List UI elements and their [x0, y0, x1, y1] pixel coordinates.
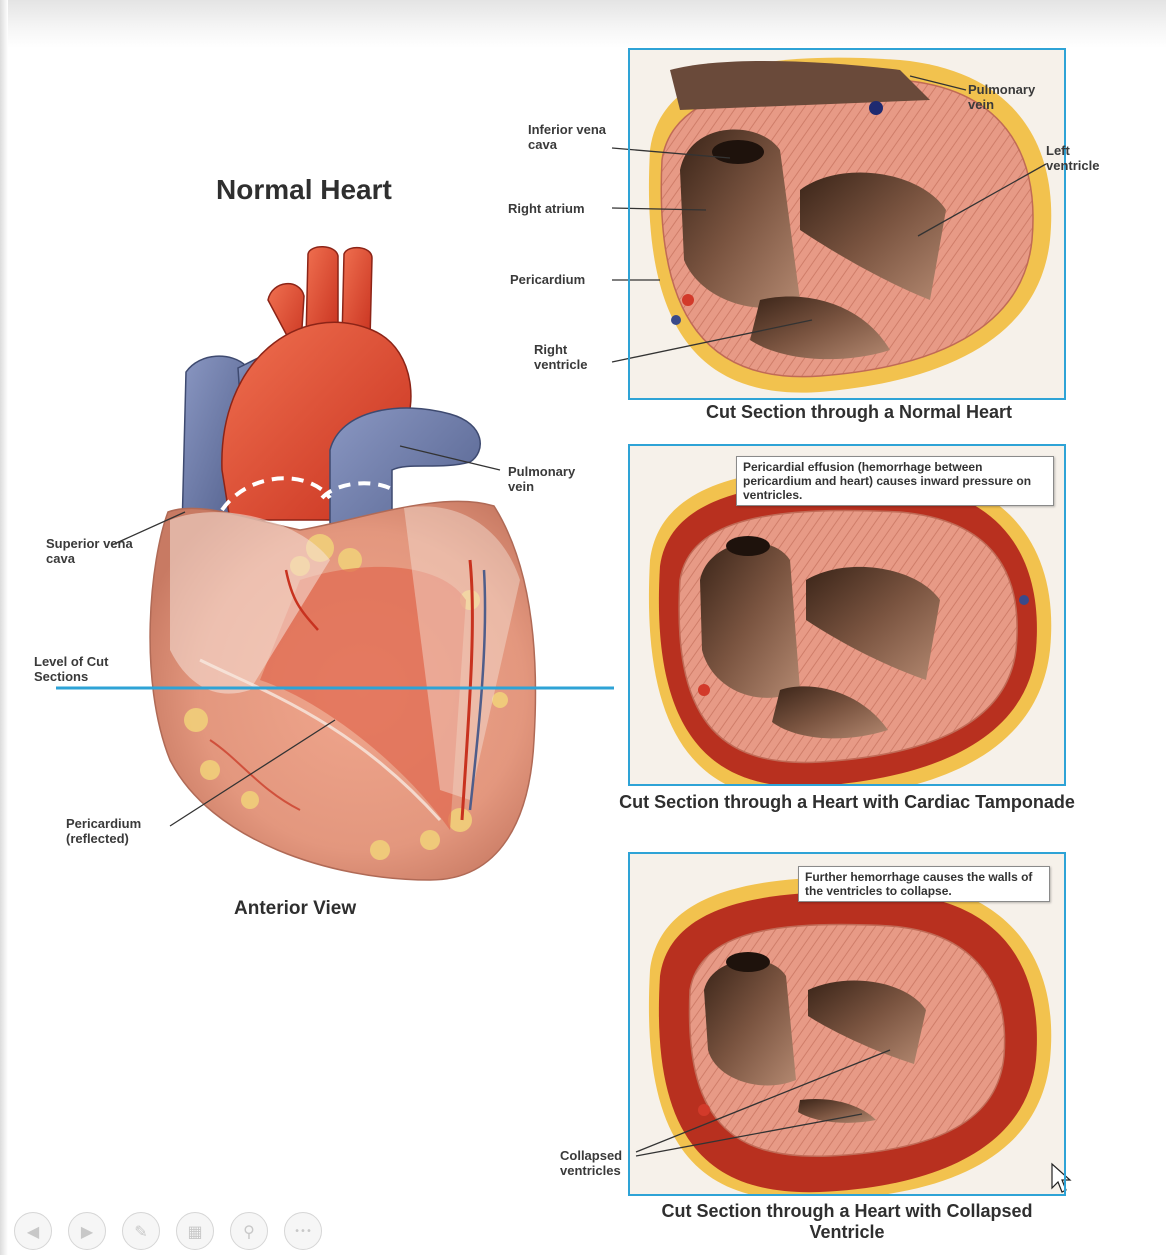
superior-vena-cava-label: Superior vena cava	[46, 536, 136, 566]
anterior-heart-drawing	[150, 247, 535, 880]
panel-pulmonary-vein-label: Pulmonary vein	[968, 82, 1060, 112]
next-slide-icon: ▶	[81, 1222, 93, 1241]
collapsed-ventricles-label: Collapsed ventricles	[560, 1148, 638, 1178]
more-options-icon: •••	[294, 1226, 312, 1237]
zoom-button[interactable]: ⚲	[230, 1212, 268, 1250]
pen-button[interactable]: ✎	[122, 1212, 160, 1250]
slideshow-toolbar: ◀ ▶ ✎ ▦ ⚲ •••	[14, 1212, 322, 1250]
further-hemorrhage-callout: Further hemorrhage causes the walls of t…	[798, 866, 1050, 902]
pericardium-label: Pericardium	[510, 272, 610, 287]
collapsed-section-frame	[628, 852, 1066, 1196]
previous-slide-button[interactable]: ◀	[14, 1212, 52, 1250]
pericardium-reflected-label: Pericardium (reflected)	[66, 816, 176, 846]
previous-slide-icon: ◀	[27, 1222, 39, 1241]
right-atrium-label: Right atrium	[508, 201, 612, 216]
pulmonary-vein-label: Pulmonary vein	[508, 464, 604, 494]
anterior-view-label: Anterior View	[234, 898, 356, 920]
slides-grid-icon: ▦	[187, 1222, 202, 1241]
left-ventricle-label: Left ventricle	[1046, 143, 1118, 173]
more-options-button[interactable]: •••	[284, 1212, 322, 1250]
zoom-icon: ⚲	[243, 1222, 255, 1241]
inferior-vena-cava-label: Inferior vena cava	[528, 122, 612, 152]
right-ventricle-label: Right ventricle	[534, 342, 606, 372]
normal-section-caption: Cut Section through a Normal Heart	[628, 402, 1090, 422]
pericardial-effusion-callout: Pericardial effusion (hemorrhage between…	[736, 456, 1054, 506]
level-of-cut-label: Level of Cut Sections	[34, 654, 138, 684]
tamponade-section-caption: Cut Section through a Heart with Cardiac…	[610, 792, 1084, 813]
next-slide-button[interactable]: ▶	[68, 1212, 106, 1250]
slides-grid-button[interactable]: ▦	[176, 1212, 214, 1250]
pen-icon: ✎	[134, 1222, 147, 1241]
collapsed-section-caption: Cut Section through a Heart with Collaps…	[640, 1201, 1054, 1243]
normal-heart-title: Normal Heart	[216, 174, 392, 206]
